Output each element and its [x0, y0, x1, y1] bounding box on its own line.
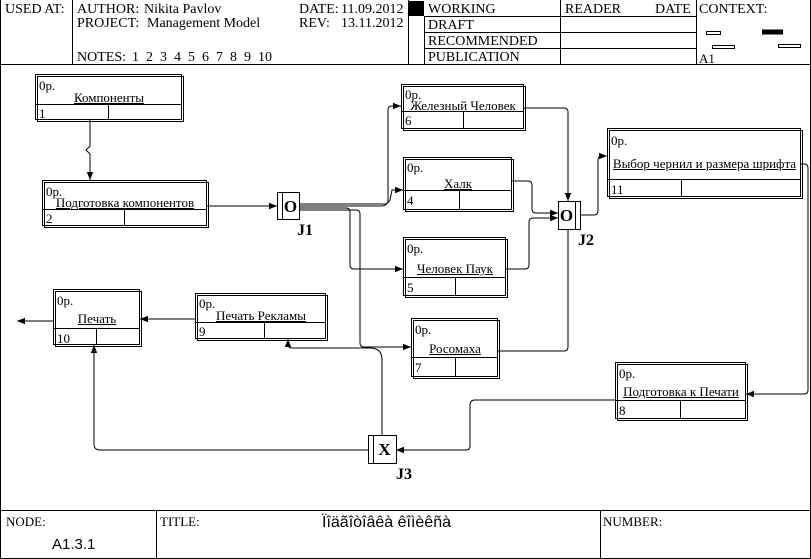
rev-label: REV: — [299, 16, 330, 31]
link-j1-6 — [299, 102, 401, 205]
junction-j2-label: J2 — [578, 232, 594, 249]
box-6-label[interactable]: Железный Человек — [410, 98, 516, 113]
box-7-cost: 0р. — [415, 322, 432, 337]
rev-value: 13.11.2012 — [341, 16, 404, 31]
context-node: A1 — [699, 51, 715, 66]
author-label: AUTHOR: — [77, 2, 140, 17]
link-j1-7 — [299, 209, 411, 351]
junction-j3-label: J3 — [396, 466, 412, 483]
box-10-frame — [53, 289, 142, 347]
box-4-number: 4 — [407, 193, 414, 208]
author-value: Nikita Pavlov — [144, 2, 222, 17]
box-10-label[interactable]: Печать — [77, 311, 117, 326]
box-9-label[interactable]: Печать Рекламы — [215, 308, 307, 323]
box-11-label[interactable]: Выбор чернил и размера шрифта — [612, 156, 797, 171]
node-label: NODE: — [6, 514, 46, 529]
link-8-j3 — [396, 399, 615, 454]
node-value: A1.3.1 — [52, 536, 96, 553]
reader-label: READER — [565, 2, 621, 17]
link-j2-11 — [580, 152, 607, 216]
box-2-frame — [42, 180, 209, 228]
box-7-number: 7 — [415, 360, 422, 375]
working-status-marker — [409, 1, 424, 16]
note-number: 6 — [202, 50, 209, 65]
box-1-number: 1 — [39, 106, 46, 121]
box-11-cost: 0р. — [611, 133, 628, 148]
number-label: NUMBER: — [603, 514, 663, 529]
note-number: 5 — [188, 50, 195, 65]
box-10-cost: 0р. — [57, 293, 74, 308]
box-6-number: 6 — [405, 113, 412, 128]
box-9-cost: 0р. — [199, 296, 216, 311]
status-draft: DRAFT — [428, 18, 474, 33]
box-4-cost: 0р. — [407, 160, 424, 175]
junction-j2-frame — [558, 201, 581, 230]
box-5-number: 5 — [407, 280, 414, 295]
junction-j3-symbol[interactable]: X — [378, 440, 391, 459]
box-10-number: 10 — [57, 331, 70, 346]
box-1-cost: 0р. — [39, 78, 56, 93]
box-4-label[interactable]: Халк — [443, 176, 473, 191]
box-9-frame — [195, 293, 328, 341]
note-number: 7 — [216, 50, 223, 65]
link-5-j2 — [505, 214, 558, 270]
junction-j2-symbol[interactable]: O — [559, 206, 574, 225]
link-11-8 — [746, 163, 809, 398]
note-number: 9 — [244, 50, 251, 65]
link-j3-10 — [90, 345, 368, 451]
link-1-2 — [85, 120, 94, 180]
project-value: Management Model — [147, 16, 261, 31]
link-j3-9 — [284, 339, 383, 435]
box-5-label[interactable]: Человек Паук — [417, 261, 493, 276]
note-number: 10 — [258, 50, 272, 65]
title-value: Ïîäãîòîâêà êîìèêñà — [322, 514, 451, 531]
link-j1-4 — [299, 186, 403, 207]
box-8-cost: 0р. — [619, 366, 636, 381]
box-7-frame — [411, 318, 500, 379]
note-number: 4 — [174, 50, 181, 65]
link-6-j2 — [523, 107, 572, 201]
note-number: 8 — [230, 50, 237, 65]
notes-label: NOTES: — [77, 50, 126, 65]
box-2-number: 2 — [46, 211, 53, 226]
box-4-frame — [403, 157, 514, 212]
context-label: CONTEXT: — [699, 2, 768, 17]
links — [17, 102, 809, 454]
used-at-label: USED AT: — [5, 2, 65, 17]
box-2-cost: 0р. — [46, 184, 63, 199]
junction-j3-frame — [368, 435, 397, 464]
note-number: 1 — [132, 50, 139, 65]
note-number: 3 — [160, 50, 167, 65]
box-8-number: 8 — [619, 403, 626, 418]
status-recommended: RECOMMENDED — [428, 34, 538, 49]
status-working: WORKING — [428, 2, 496, 17]
status-publication: PUBLICATION — [428, 50, 520, 65]
box-6-cost: 0р. — [405, 87, 422, 102]
box-11-number: 11 — [611, 182, 624, 197]
box-9-number: 9 — [199, 324, 206, 339]
link-7-j2 — [497, 229, 569, 352]
link-4-j2 — [511, 180, 558, 217]
box-7-label[interactable]: Росомаха — [429, 341, 481, 356]
box-2-label[interactable]: Подготовка компонентов — [55, 195, 195, 210]
box-5-frame — [403, 237, 508, 298]
link-j1-5 — [299, 207, 403, 273]
box-1-frame — [35, 74, 184, 122]
box-1-label[interactable]: Компоненты — [73, 90, 145, 105]
date-label: DATE: — [299, 2, 339, 17]
junction-j1-symbol[interactable]: O — [283, 197, 298, 216]
note-number: 2 — [146, 50, 153, 65]
box-5-cost: 0р. — [407, 241, 424, 256]
process-boxes — [35, 74, 803, 421]
project-label: PROJECT: — [77, 16, 140, 31]
date-value: 11.09.2012 — [341, 2, 404, 17]
date-column-label: DATE — [655, 2, 691, 17]
title-label: TITLE: — [160, 514, 200, 529]
junction-j1-label: J1 — [297, 222, 313, 239]
box-8-label[interactable]: Подготовка к Печати — [623, 384, 739, 399]
context-thumbnail — [706, 29, 801, 49]
